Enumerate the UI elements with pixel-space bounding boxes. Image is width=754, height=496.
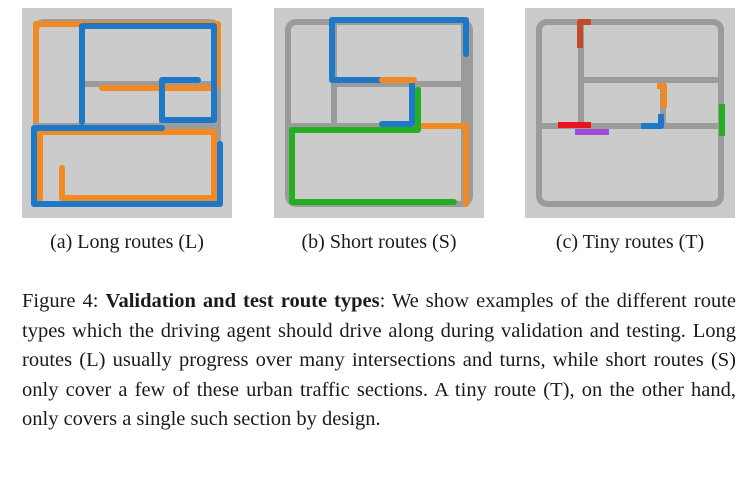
map-background <box>22 8 232 218</box>
route-blue <box>329 17 469 127</box>
route-orange <box>657 83 667 108</box>
figure-text: : We show examples of the different rout… <box>22 290 737 430</box>
map-background <box>525 8 735 218</box>
map-short-routes <box>274 8 484 218</box>
route-dark-red <box>577 19 591 48</box>
map-background <box>274 8 484 218</box>
route-blue-lower <box>31 125 223 207</box>
figure-caption: Figure 4: Validation and test route type… <box>22 287 736 435</box>
route-green <box>289 87 457 205</box>
subcaption-short-routes: (b) Short routes (S) <box>301 231 457 253</box>
route-blue <box>79 23 217 125</box>
subcaption-long-routes: (a) Long routes (L) <box>50 231 204 253</box>
subcaption-tiny-routes: (c) Tiny routes (T) <box>555 231 705 253</box>
figure-title: Validation and test route types <box>105 290 380 312</box>
figure-label: Figure 4: <box>22 290 106 312</box>
map-long-routes <box>22 8 232 218</box>
route-orange <box>379 77 469 207</box>
map-tiny-routes <box>525 8 735 218</box>
route-blue <box>641 114 664 129</box>
route-orange-lower <box>37 129 217 201</box>
